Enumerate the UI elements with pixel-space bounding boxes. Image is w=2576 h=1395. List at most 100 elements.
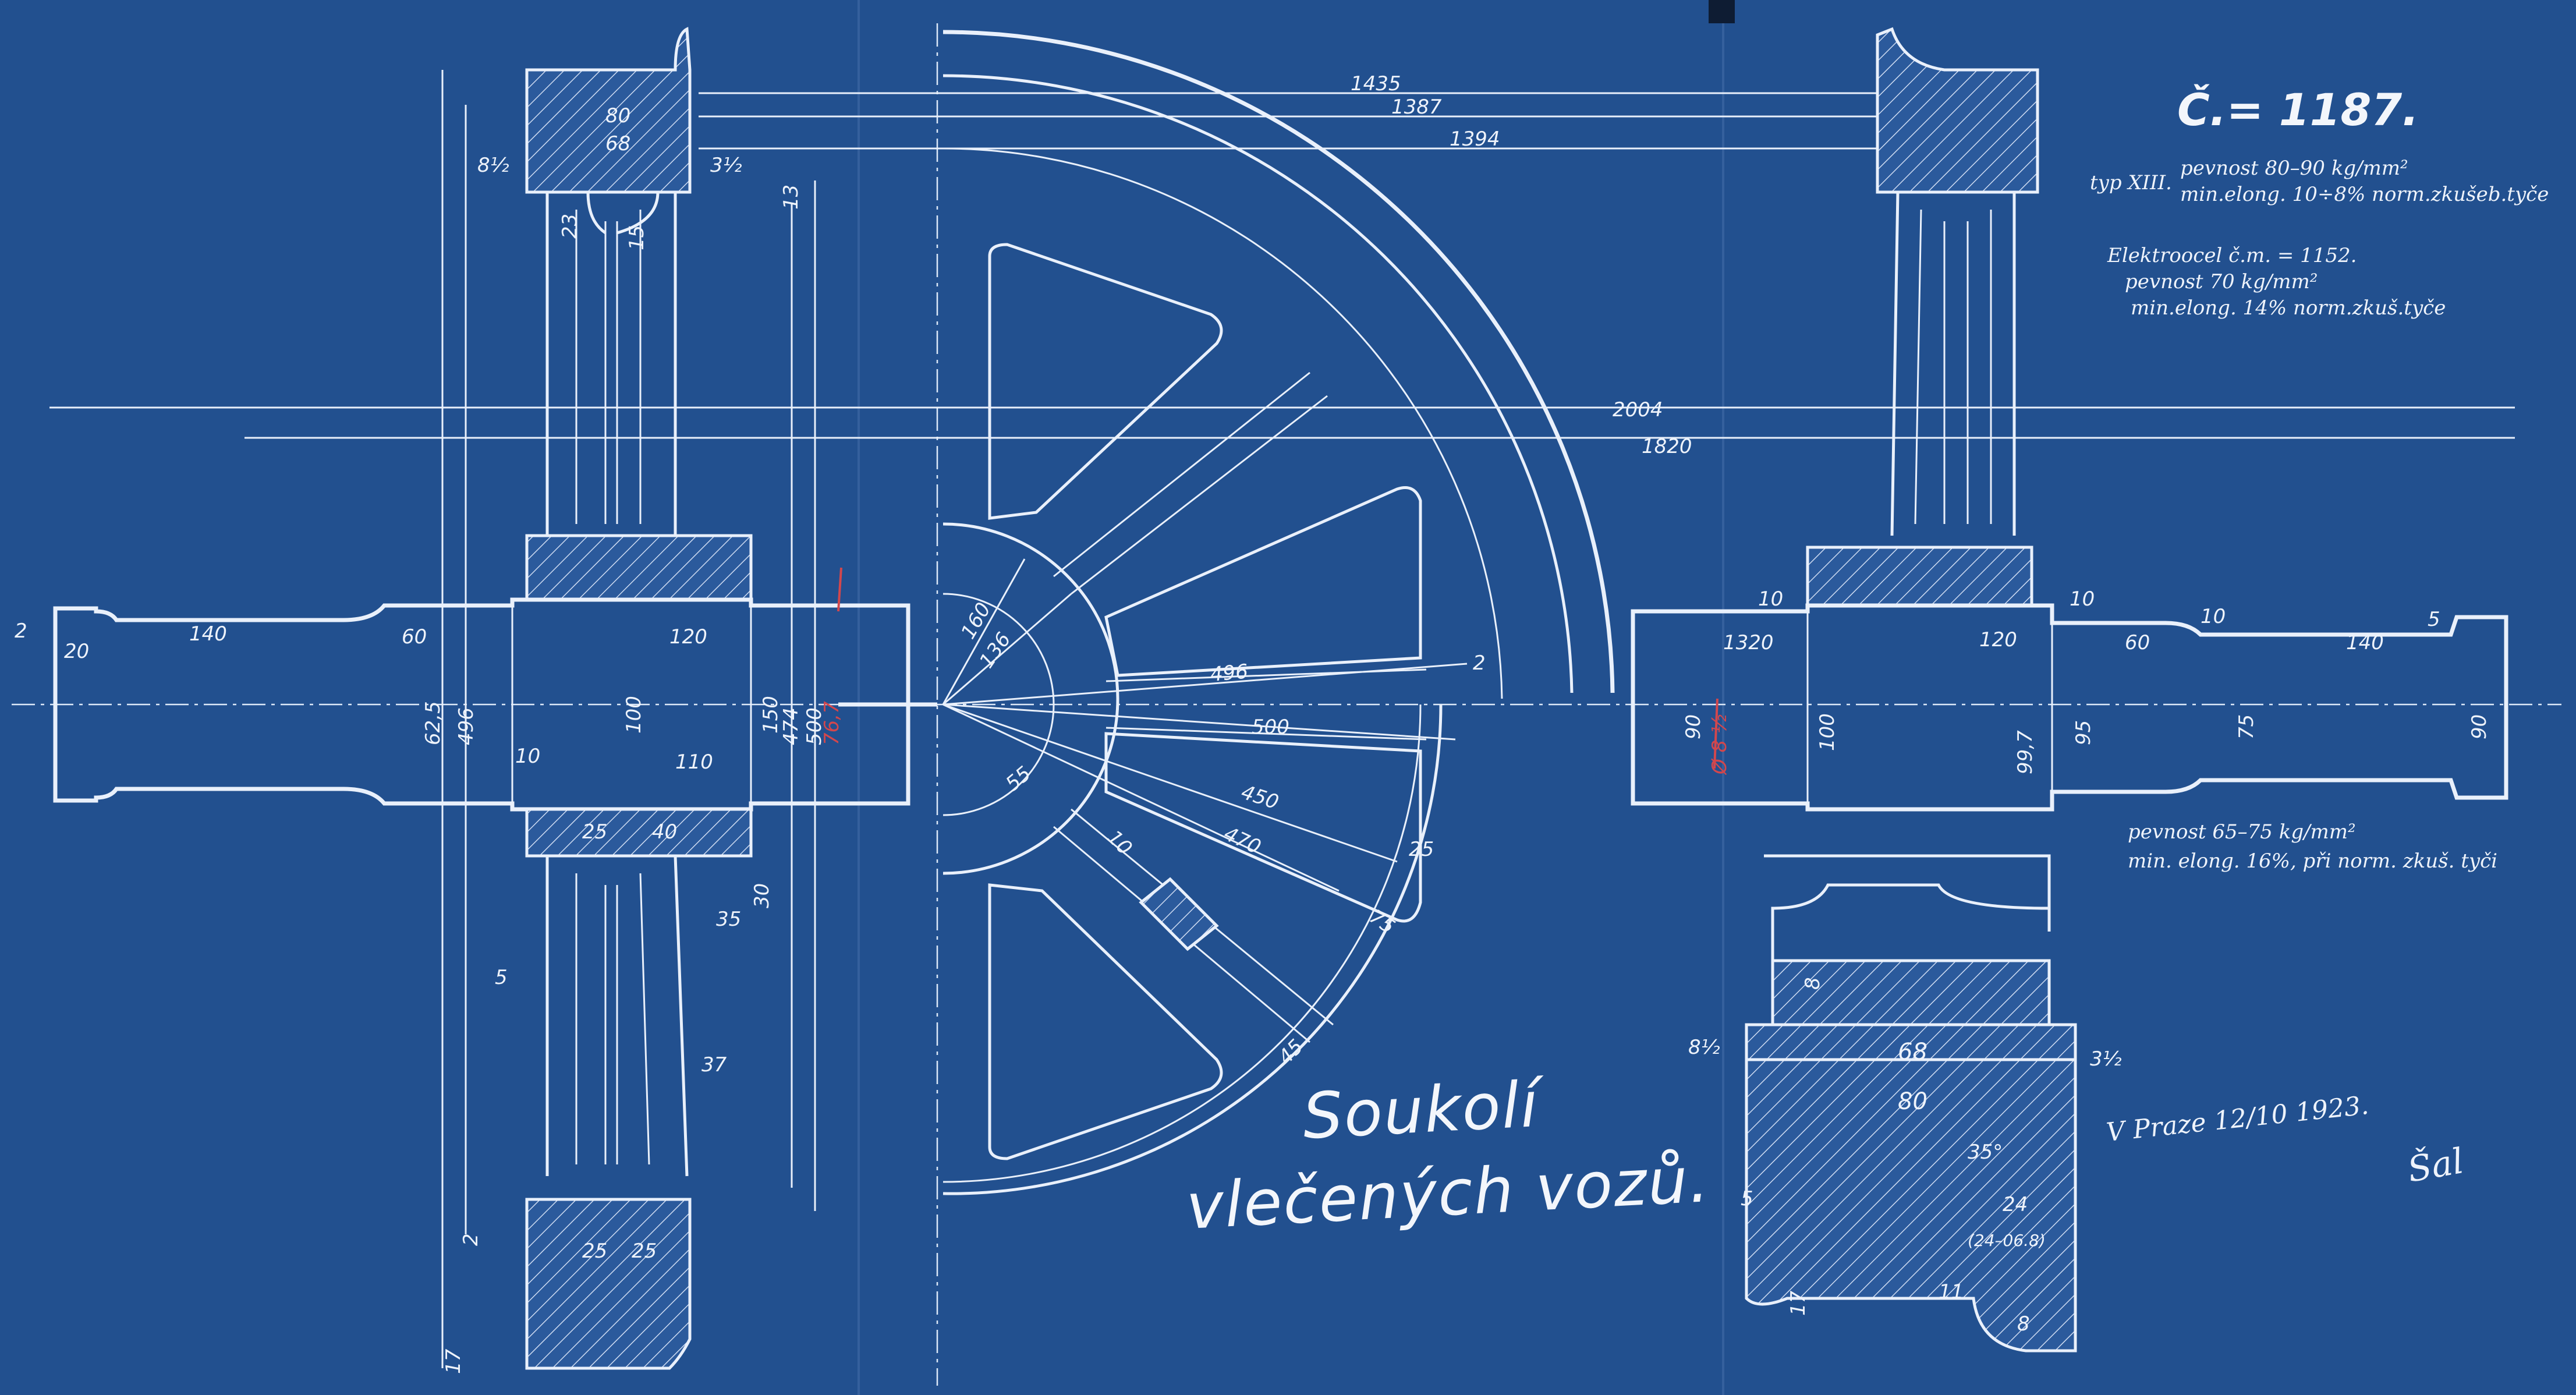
dim-label: 140	[2346, 631, 2384, 654]
upper-hub-section	[525, 534, 753, 601]
profile-upper-section	[1771, 959, 2051, 1026]
spoke-window	[1104, 486, 1422, 677]
upper-web	[545, 192, 677, 537]
dim-label: 68	[1898, 1039, 1927, 1065]
dim-label: 8½	[477, 154, 509, 177]
dim-label: 90	[2468, 714, 2491, 739]
signature-place-date: V Praze 12/10 1923.	[2105, 1090, 2370, 1148]
outer-rim	[942, 30, 1615, 693]
dim-label: 2	[1473, 652, 1486, 675]
dim-label: 3½	[710, 154, 742, 177]
dim-label: 13	[779, 185, 803, 210]
dim-label: 1820	[1642, 435, 1692, 458]
right-axle-outline	[1631, 603, 2508, 812]
dim-label: 68	[605, 132, 630, 155]
dim-label: 62,5	[421, 701, 445, 745]
dim-label: 10	[2070, 587, 2095, 611]
dim-label: 8	[2017, 1312, 2030, 1336]
red-corrections: 76,7 Ø 8 ½	[820, 567, 1731, 776]
dim-label: 80	[605, 104, 630, 128]
dim-label: 8½	[1688, 1036, 1720, 1059]
right-upper-tyre	[1876, 27, 2039, 194]
note-line: min.elong. 10÷8% norm.zkušeb.tyče	[2180, 183, 2549, 206]
dim-label: 95	[2072, 720, 2095, 745]
dim-label: 10	[515, 745, 540, 768]
dim-label: 10	[2201, 605, 2226, 628]
dim-label: 120	[1979, 628, 2017, 652]
profile-tyre-section	[1745, 1058, 2077, 1352]
dim-label: 80	[1898, 1088, 1927, 1115]
right-wheel-section	[1631, 27, 2508, 1352]
spoke-cross-section	[1139, 877, 1219, 951]
note-line: pevnost 65–75 kg/mm²	[2128, 820, 2356, 844]
axle-outline	[53, 597, 910, 812]
wheel-view	[838, 30, 1615, 1195]
dim-label: 60	[2125, 631, 2150, 654]
lower-hub-section	[525, 808, 753, 858]
dim-label: 99,7	[2014, 730, 2037, 774]
dim-label: 25	[582, 820, 607, 844]
spoke-window	[1104, 732, 1422, 923]
dim-label: 5	[1741, 1187, 1753, 1210]
note-line: min.elong. 14% norm.zkuš.tyče	[2131, 296, 2446, 320]
spoke-window	[988, 243, 1223, 520]
dim-label: 2	[15, 619, 27, 643]
dim-label: 1387	[1391, 95, 1442, 119]
dim-label: 10	[1758, 587, 1783, 611]
dim-label: 23	[558, 214, 582, 239]
dim-label: 20	[64, 640, 89, 663]
dim-label: 90	[1682, 714, 1705, 739]
dim-label: 496	[1209, 660, 1249, 686]
note-line: min. elong. 16%, při norm. zkuš. tyči	[2128, 849, 2497, 873]
note-line: pevnost 80–90 kg/mm²	[2180, 157, 2408, 180]
dim-label: 40	[652, 820, 677, 844]
dim-label: 500	[803, 707, 826, 745]
right-hub-section	[1806, 546, 2033, 607]
dimension-labels: 1435 1387 1394 2004 1820 80 68 8½ 3½ 13 …	[15, 72, 2491, 1374]
material-notes: Č.= 1187. typ XIII. pevnost 80–90 kg/mm²…	[2090, 84, 2549, 1191]
red-dimension-label: Ø 8 ½	[1708, 714, 1731, 776]
dim-label: 10	[1103, 826, 1137, 860]
dim-label: 25	[1409, 838, 1434, 861]
dim-label: 60	[402, 625, 427, 649]
dim-label: 1435	[1351, 72, 1401, 95]
note-line: Elektroocel č.m. = 1152.	[2107, 244, 2357, 267]
hub-circle	[942, 522, 1119, 875]
dim-label: 17	[442, 1348, 465, 1374]
drawing-number: Č.= 1187.	[2177, 84, 2419, 136]
dim-label: 37	[701, 1053, 727, 1077]
dim-label: 3½	[2090, 1047, 2122, 1071]
dim-label: 500	[1252, 716, 1289, 739]
dim-label: 25	[632, 1240, 657, 1263]
center-lines	[12, 23, 2561, 1386]
dim-label: 496	[455, 707, 478, 745]
paper-folds	[858, 0, 1735, 1395]
signature: Šal	[2404, 1140, 2467, 1191]
dim-label: 8	[1801, 977, 1824, 990]
dim-label: 1320	[1723, 631, 1774, 654]
spoke-window	[988, 883, 1223, 1160]
dim-label: 11	[1939, 1280, 1964, 1304]
left-wheel-section	[49, 27, 2515, 1370]
dim-label: 2004	[1613, 398, 1663, 422]
dim-label: 5	[495, 966, 508, 989]
dim-label: 100	[1816, 713, 1839, 751]
dim-label: 45	[1274, 1035, 1308, 1069]
dim-label: 35	[716, 908, 741, 931]
dim-label: 25	[582, 1240, 607, 1263]
dim-label: 5	[2428, 608, 2440, 631]
red-dimension-label: 76,7	[820, 701, 844, 745]
dim-label: 120	[669, 625, 707, 649]
dim-label: 35°	[1968, 1141, 2003, 1164]
dim-label: (24–06.8)	[1968, 1231, 2046, 1250]
dim-label: 30	[750, 883, 774, 908]
dim-label: 2	[459, 1233, 483, 1246]
note-type: typ XIII.	[2090, 171, 2172, 194]
dim-label: 110	[675, 750, 713, 774]
dim-label: 24	[2003, 1193, 2028, 1216]
title-line-1: Soukolí	[1301, 1068, 1547, 1153]
dim-label: 1394	[1450, 128, 1500, 151]
dim-label: 15	[625, 225, 649, 250]
dim-label: 100	[622, 696, 646, 734]
